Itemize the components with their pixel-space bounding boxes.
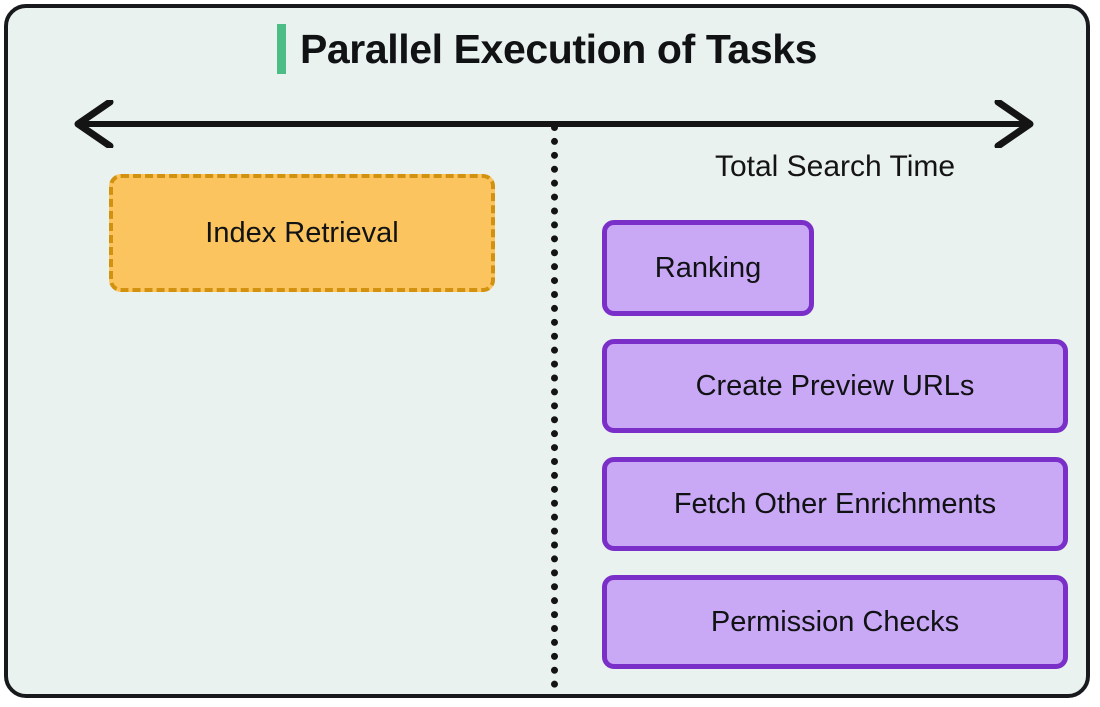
task-box-index-retrieval[interactable]: Index Retrieval: [109, 174, 495, 292]
task-label-index-retrieval: Index Retrieval: [205, 216, 399, 249]
task-label-ranking: Ranking: [654, 251, 762, 284]
task-box-permission-checks[interactable]: Permission Checks: [602, 575, 1068, 669]
task-label-permission-checks: Permission Checks: [710, 605, 960, 638]
diagram-title-row: Parallel Execution of Tasks: [8, 24, 1086, 74]
phase-divider-dotted-line: [551, 124, 558, 694]
diagram-frame: Parallel Execution of Tasks Total Search…: [4, 4, 1090, 698]
task-box-fetch-other-enrichments[interactable]: Fetch Other Enrichments: [602, 457, 1068, 551]
task-box-ranking[interactable]: Ranking: [602, 220, 814, 316]
page-title: Parallel Execution of Tasks: [299, 25, 818, 72]
task-label-fetch-other-enrichments: Fetch Other Enrichments: [673, 487, 997, 520]
task-label-create-preview-urls: Create Preview URLs: [695, 369, 975, 402]
task-box-create-preview-urls[interactable]: Create Preview URLs: [602, 339, 1068, 433]
title-accent-bar: [276, 24, 286, 74]
total-search-time-label: Total Search Time: [714, 150, 956, 183]
